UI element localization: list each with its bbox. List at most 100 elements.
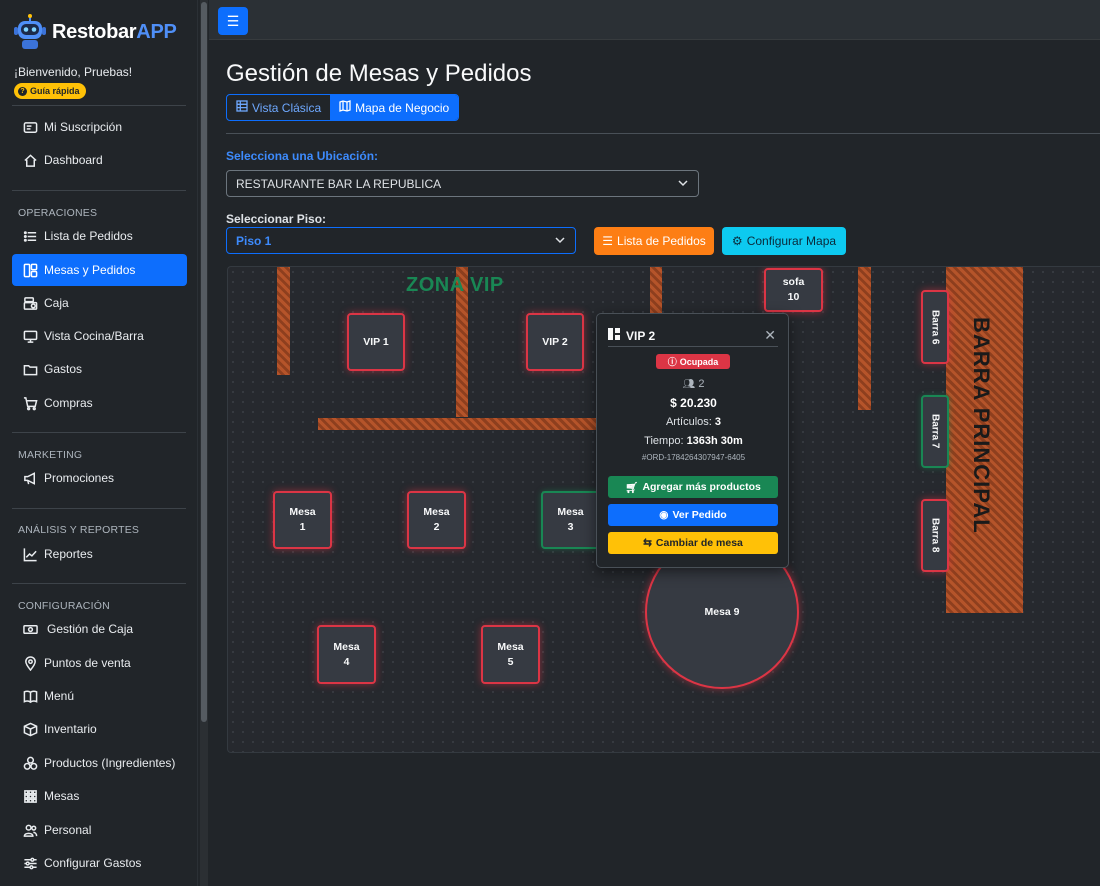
- table-barra-6[interactable]: Barra 6: [921, 290, 949, 364]
- order-total: $ 20.230: [670, 396, 717, 410]
- sidebar-item-purchases[interactable]: Compras: [12, 387, 187, 419]
- cart-icon: 🛒︎: [625, 481, 639, 494]
- divider: [226, 133, 1100, 134]
- grid-icon: [22, 788, 38, 804]
- sidebar-item-inventory[interactable]: Inventario: [12, 713, 187, 745]
- sidebar-item-cash[interactable]: Caja: [12, 287, 187, 319]
- sidebar-item-subscription[interactable]: Mi Suscripción: [12, 111, 187, 143]
- sidebar-scrollbar[interactable]: [200, 0, 208, 886]
- people-icon: 👥︎: [682, 379, 696, 390]
- list-icon: ☰: [602, 234, 614, 248]
- sidebar-toggle-button[interactable]: ☰: [218, 7, 248, 35]
- robot-logo-icon: [12, 13, 48, 51]
- sidebar-divider: [12, 583, 186, 584]
- chevron-down-icon: [678, 180, 688, 187]
- map-icon: [339, 100, 351, 115]
- configure-map-button[interactable]: ⚙Configurar Mapa: [722, 227, 846, 255]
- section-title-operations: OPERACIONES: [18, 207, 98, 219]
- table-vip-2[interactable]: VIP 2: [526, 313, 584, 371]
- sidebar-item-kitchen-view[interactable]: Vista Cocina/Barra: [12, 320, 187, 352]
- orders-list-button[interactable]: ☰Lista de Pedidos: [594, 227, 714, 255]
- tab-business-map[interactable]: Mapa de Negocio: [330, 95, 459, 120]
- ingredients-icon: [22, 755, 38, 771]
- sidebar-divider: [12, 105, 186, 106]
- close-icon[interactable]: ✕: [764, 327, 776, 343]
- sidebar-item-tables[interactable]: Mesas: [12, 780, 187, 812]
- popup-title: VIP 2: [626, 328, 656, 343]
- chart-line-icon: [22, 546, 38, 562]
- wall: [650, 267, 662, 313]
- sidebar-item-expenses[interactable]: Gastos: [12, 353, 187, 385]
- question-icon: ?: [18, 86, 27, 96]
- wall: [456, 267, 468, 417]
- order-id: #ORD-1784264307947-6405: [641, 453, 746, 462]
- top-bar: [209, 0, 1100, 40]
- sidebar-divider: [12, 508, 186, 509]
- section-title-marketing: MARKETING: [18, 449, 83, 461]
- sliders-icon: [22, 855, 38, 871]
- gear-icon: ⚙: [731, 234, 743, 248]
- scrollbar-thumb[interactable]: [201, 2, 207, 722]
- people-count: 👥︎ 2: [682, 378, 705, 390]
- main-bar-label: BARRA PRINCIPAL: [969, 317, 994, 534]
- people-icon: [22, 822, 38, 838]
- wall: [318, 418, 603, 430]
- change-table-button[interactable]: ⇆Cambiar de mesa: [608, 532, 778, 554]
- section-title-analytics: ANÁLISIS Y REPORTES: [18, 524, 140, 536]
- main-bar-counter: [946, 267, 1023, 613]
- sidebar-item-points-of-sale[interactable]: Puntos de venta: [12, 647, 187, 679]
- megaphone-icon: [22, 470, 38, 486]
- folder-icon: [22, 361, 38, 377]
- table-barra-8[interactable]: Barra 8: [921, 499, 949, 572]
- brand-name: RestobarAPP: [52, 20, 177, 43]
- sidebar-divider: [12, 190, 186, 191]
- sidebar-item-orders-list[interactable]: Lista de Pedidos: [12, 220, 187, 252]
- brand[interactable]: RestobarAPP: [12, 12, 177, 52]
- book-icon: [22, 688, 38, 704]
- home-icon: [22, 152, 38, 168]
- sidebar-item-staff[interactable]: Personal: [12, 814, 187, 846]
- cart-icon: [22, 395, 38, 411]
- chevron-down-icon: [555, 237, 565, 244]
- sidebar-item-tables-orders[interactable]: Mesas y Pedidos: [12, 254, 187, 286]
- info-circle-icon: ⓘ: [667, 357, 677, 367]
- sidebar-item-menu[interactable]: Menú: [12, 680, 187, 712]
- sidebar-item-promotions[interactable]: Promociones: [12, 462, 187, 494]
- table-vip-1[interactable]: VIP 1: [347, 313, 405, 371]
- wall: [858, 267, 871, 410]
- popup-header: VIP 2 ✕: [608, 325, 778, 347]
- sidebar-item-dashboard[interactable]: Dashboard: [12, 144, 187, 176]
- elapsed-time: Tiempo: 1363h 30m: [644, 435, 743, 447]
- cash-register-icon: [22, 295, 38, 311]
- tab-classic-view[interactable]: Vista Clásica: [227, 95, 330, 120]
- swap-arrows-icon: ⇆: [643, 537, 652, 549]
- sidebar-item-products-ingredients[interactable]: Productos (Ingredientes): [12, 747, 187, 779]
- sidebar-item-reports[interactable]: Reportes: [12, 538, 187, 570]
- layout-icon: [22, 262, 38, 278]
- table-barra-7[interactable]: Barra 7: [921, 395, 949, 468]
- floor-select[interactable]: Piso 1: [226, 227, 576, 254]
- layout-icon: [608, 328, 620, 343]
- quick-guide-badge[interactable]: ? Guía rápida: [14, 83, 86, 99]
- location-label: Selecciona una Ubicación:: [226, 149, 379, 163]
- hamburger-icon: ☰: [226, 12, 240, 29]
- add-products-button[interactable]: 🛒︎Agregar más productos: [608, 476, 778, 498]
- sidebar-item-cash-management[interactable]: Gestión de Caja: [12, 613, 187, 645]
- view-order-button[interactable]: ◉Ver Pedido: [608, 504, 778, 526]
- sidebar: RestobarAPP ¡Bienvenido, Pruebas! ? Guía…: [0, 0, 198, 886]
- zone-vip-label: ZONA VIP: [406, 274, 504, 296]
- sidebar-item-configure-expenses[interactable]: Configurar Gastos: [12, 847, 187, 879]
- items-count: Artículos: 3: [665, 416, 722, 428]
- monitor-icon: [22, 328, 38, 344]
- location-select[interactable]: RESTAURANTE BAR LA REPUBLICA: [226, 170, 699, 197]
- welcome-text: ¡Bienvenido, Pruebas!: [14, 65, 133, 79]
- cash-icon: [22, 621, 38, 637]
